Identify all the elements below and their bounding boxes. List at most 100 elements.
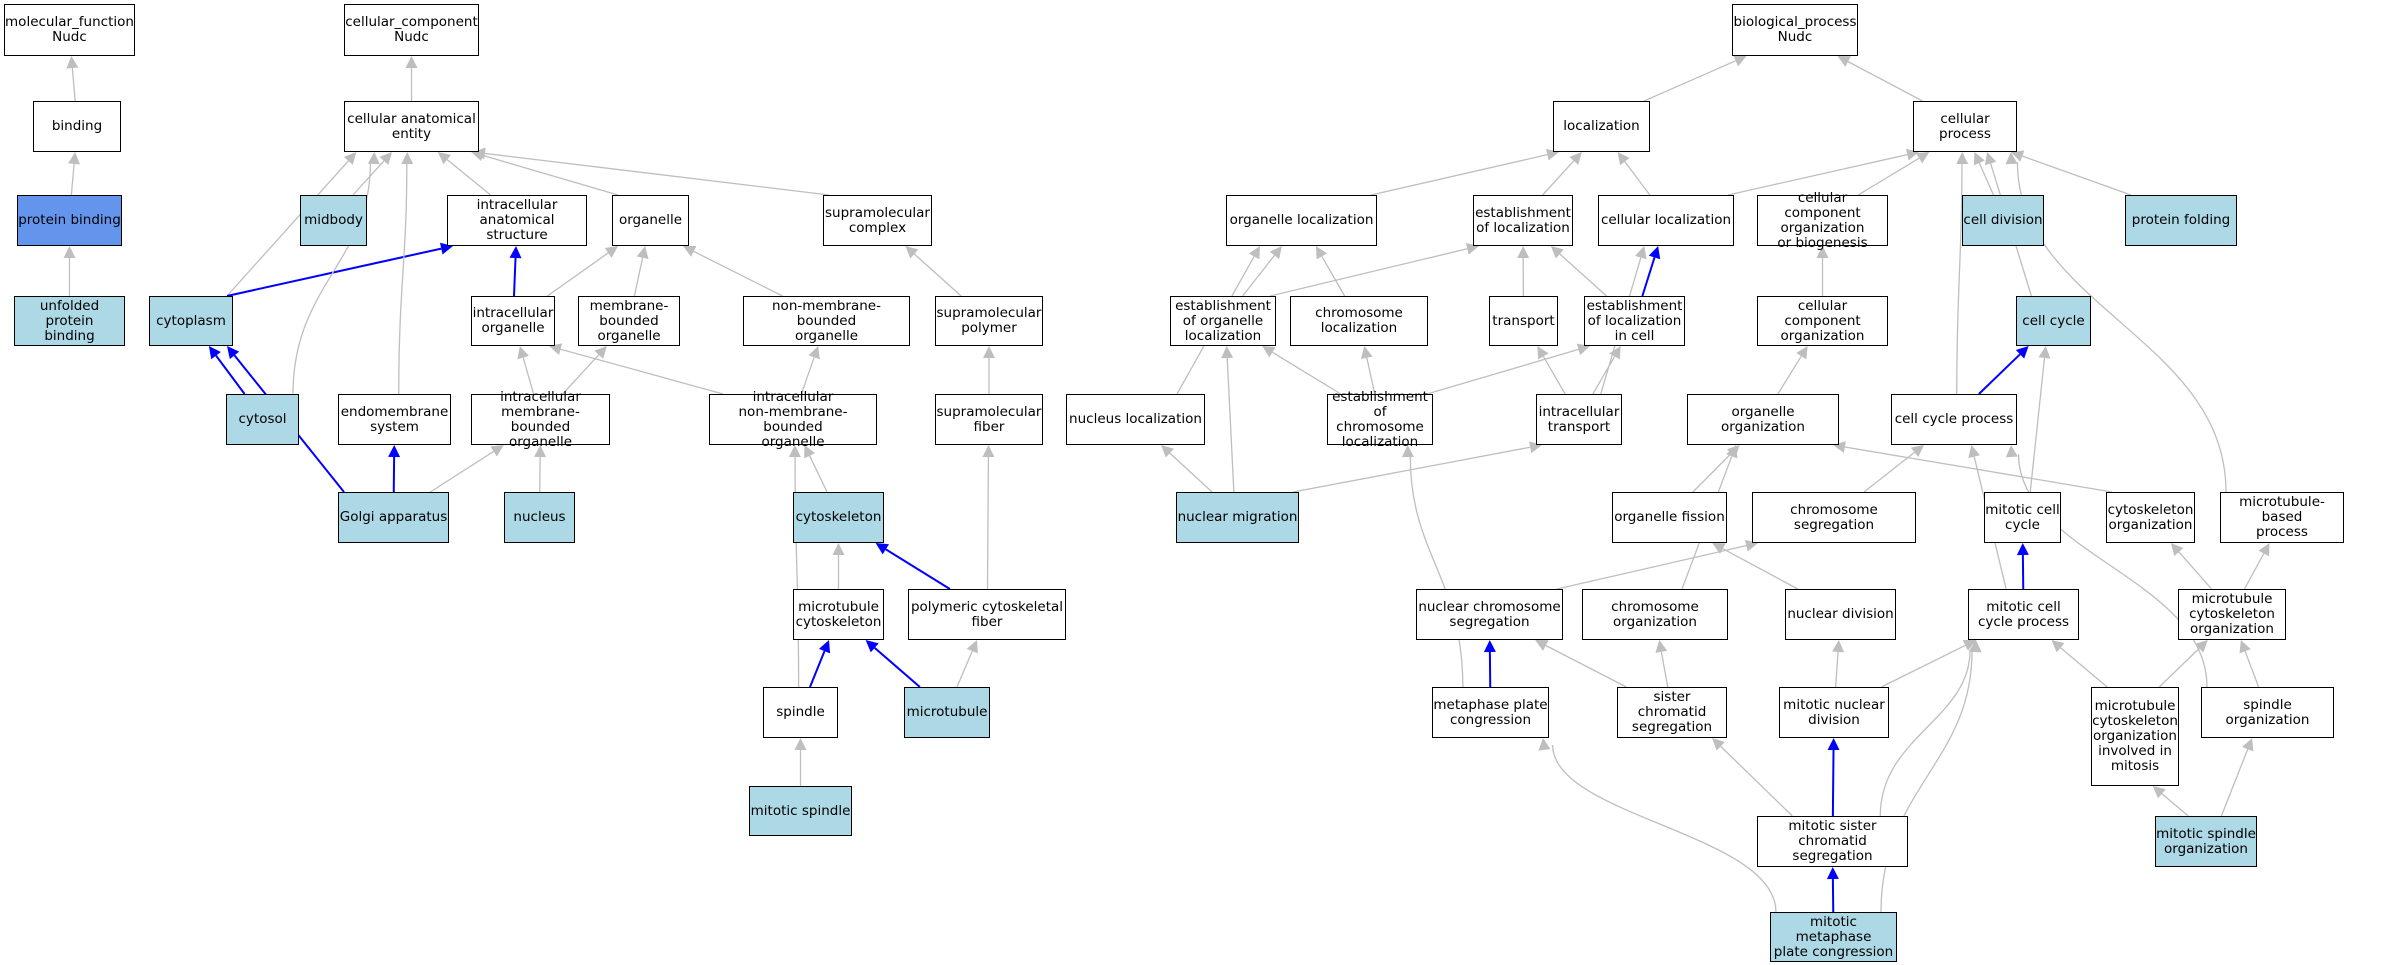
edge-mitspindle-to-spindle xyxy=(794,738,807,786)
edge-organelle-to-cae xyxy=(471,149,619,196)
go-term-mitcc: mitotic cell cycle xyxy=(1984,492,2061,543)
go-term-supfiber: supramolecular fiber xyxy=(935,394,1043,445)
go-term-celldiv: cell division xyxy=(1962,195,2044,246)
edge-cytosol-to-cae xyxy=(292,152,380,395)
edge-estorgloc-to-estloc xyxy=(1269,242,1479,297)
edge-estloccell-to-cellloc xyxy=(1641,246,1661,297)
go-term-nucloc: nucleus localization xyxy=(1066,394,1205,445)
edge-estloc-to-localization xyxy=(1542,152,1582,196)
edge-mitcc-to-cellcycle xyxy=(2029,346,2051,493)
edge-inttrans-to-estloccell xyxy=(1592,346,1621,395)
go-term-ias: intracellular anatomical structure xyxy=(447,195,587,246)
edge-ccob-to-cellproc xyxy=(1857,152,1930,196)
go-term-organelle: organelle xyxy=(612,195,689,246)
go-term-suppoly: supramolecular polymer xyxy=(935,296,1043,346)
edge-estchromloc-to-estorgloc xyxy=(1262,346,1342,395)
go-term-transport: transport xyxy=(1489,296,1558,346)
go-term-polycyto: polymeric cytoskeletal fiber xyxy=(908,589,1066,640)
go-term-binding: binding xyxy=(33,101,121,152)
go-term-inmbo: intracellular non-membrane-bounded organ… xyxy=(709,389,877,449)
edge-protbind-to-binding xyxy=(68,152,81,196)
edge-mscs-to-mitccp xyxy=(1879,640,1981,817)
go-term-inttrans: intracellular transport xyxy=(1536,394,1622,445)
go-term-mitspindle: mitotic spindle xyxy=(749,786,852,836)
edge-inmbo-to-intorg xyxy=(549,343,724,395)
edge-spindorg-to-mtco xyxy=(2239,640,2260,688)
edge-cytoskel-to-inmbo xyxy=(804,445,828,493)
go-term-chromseg: chromosome segregation xyxy=(1752,492,1916,543)
edge-polycyto-to-cytoskel xyxy=(875,543,951,590)
go-term-nucmig: nuclear migration xyxy=(1176,492,1299,543)
edge-unfolded-to-protbind xyxy=(63,246,76,296)
edge-estchromloc-to-estloccell xyxy=(1426,343,1590,395)
edge-microtubule-to-polycyto xyxy=(956,640,978,688)
edge-nucmig-to-estorgloc xyxy=(1221,346,1235,493)
go-term-estchromloc: establishment of chromosome localization xyxy=(1327,389,1433,449)
go-term-cytoplasm: cytoplasm xyxy=(149,296,233,346)
go-term-mitccp: mitotic cell cycle process xyxy=(1968,589,2079,640)
edge-spindle-to-mtcyto xyxy=(809,640,831,688)
edge-intorg-to-organelle xyxy=(546,246,618,297)
edge-mitccp-to-mitcc xyxy=(2016,543,2029,590)
edge-msorg-to-spindorg xyxy=(2220,738,2254,817)
edge-nmbo-to-organelle xyxy=(683,246,783,297)
go-term-mtco: microtubule cytoskeleton organization xyxy=(2178,589,2286,640)
go-term-estloccell: establishment of localization in cell xyxy=(1584,296,1685,346)
edge-chromloc-to-orgloc xyxy=(1315,246,1346,297)
go-term-cae: cellular anatomical entity xyxy=(344,101,479,152)
edge-imbo-to-mbo xyxy=(562,346,607,395)
edge-mtcyto-to-cytoskel xyxy=(832,543,845,589)
go-term-ccob: cellular component organization or bioge… xyxy=(1757,190,1888,250)
edge-endomem-to-cae xyxy=(398,152,414,395)
go-term-midbody: midbody xyxy=(300,195,367,246)
go-term-mtbp: microtubule-based process xyxy=(2220,492,2344,543)
go-term-chromorg: chromosome organization xyxy=(1582,589,1728,640)
go-term-estloc: establishment of localization xyxy=(1473,195,1573,246)
edge-mpc-to-estchromloc xyxy=(1401,445,1464,688)
edge-mmpc-to-mpc xyxy=(1538,738,1777,913)
edge-mscs-to-mnd xyxy=(1827,738,1840,817)
go-term-supcomplex: supramolecular complex xyxy=(823,195,932,246)
go-term-protfold: protein folding xyxy=(2125,195,2237,246)
go-term-mtcyto: microtubule cytoskeleton xyxy=(793,589,884,640)
edge-nucmig-to-nucloc xyxy=(1161,445,1213,493)
edge-mnd-to-mitccp xyxy=(1881,639,1977,688)
edge-cae-to-cc xyxy=(405,56,418,101)
go-term-estorgloc: establishment of organelle localization xyxy=(1170,296,1276,346)
edge-cellproc-to-bp xyxy=(1837,56,1923,102)
go-term-msorg: mitotic spindle organization xyxy=(2155,816,2257,867)
go-term-endomem: endomembrane system xyxy=(338,394,451,445)
edge-binding-to-mf xyxy=(66,56,79,102)
edge-mmpc-to-mscs xyxy=(1826,867,1839,913)
go-term-orgfis: organelle fission xyxy=(1612,492,1727,543)
go-term-cellcycle: cell cycle xyxy=(2016,296,2091,346)
edge-mnd-to-nucdiv xyxy=(1832,640,1845,688)
edge-orgloc-to-localization xyxy=(1370,148,1559,196)
go-term-cytoskel: cytoskeleton xyxy=(793,492,884,543)
edge-golgi-to-imbo xyxy=(429,445,504,493)
go-term-unfolded: unfolded protein binding xyxy=(14,296,125,346)
edge-supcomplex-to-cae xyxy=(473,147,830,196)
edge-mpc-to-ncseg xyxy=(1483,640,1496,688)
go-term-ccproc: cell cycle process xyxy=(1891,394,2017,445)
edge-microtubule-to-mtcyto xyxy=(865,640,921,688)
edge-estloccell-to-estloc xyxy=(1550,246,1608,297)
go-term-mmpc: mitotic metaphase plate congression xyxy=(1770,912,1897,962)
go-term-cytoorg: cytoskeleton organization xyxy=(2106,492,2195,543)
edge-protfold-to-cellproc xyxy=(2011,150,2132,196)
go-term-chromloc: chromosome localization xyxy=(1290,296,1428,346)
edge-supfiber-to-suppoly xyxy=(983,346,995,394)
edge-mtcomit-to-mtco xyxy=(2158,640,2208,688)
edge-mmpc-to-mitccp xyxy=(1880,640,1982,913)
go-term-nucleus: nucleus xyxy=(504,492,575,543)
go-term-cc: cellular_component Nudc xyxy=(344,4,479,56)
go-term-imbo: intracellular membrane-bounded organelle xyxy=(471,389,610,449)
edge-celldiv-to-cellproc xyxy=(1973,152,1995,196)
go-term-microtubule: microtubule xyxy=(904,687,990,738)
edge-chromseg-to-ccproc xyxy=(1863,445,1924,493)
go-term-spindle: spindle xyxy=(763,687,838,738)
go-term-mscs: mitotic sister chromatid segregation xyxy=(1757,816,1908,867)
edge-msorg-to-mtcomit xyxy=(2152,786,2189,817)
edge-nucleus-to-imbo xyxy=(534,445,547,493)
go-term-orgorg: organelle organization xyxy=(1687,394,1839,445)
